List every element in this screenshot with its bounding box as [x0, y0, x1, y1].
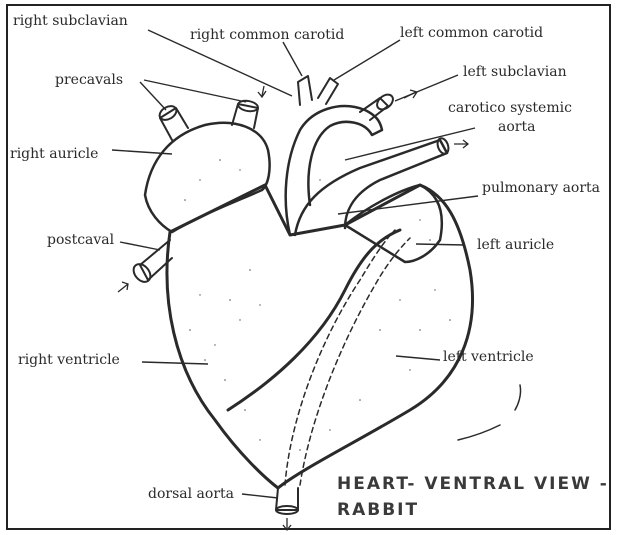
label-dorsal-aorta: dorsal aorta	[148, 486, 234, 502]
leader-left-ventricle	[396, 356, 440, 360]
leader-precavals-2	[144, 80, 246, 102]
label-postcaval: postcaval	[47, 232, 114, 248]
label-left-common-carotid: left common carotid	[400, 25, 543, 41]
label-left-subclavian: left subclavian	[463, 64, 567, 80]
label-aorta: aorta	[498, 119, 535, 135]
arrow-icon	[454, 140, 468, 148]
arrow-icon	[258, 86, 266, 97]
label-left-auricle: left auricle	[477, 237, 554, 253]
decorative-stroke	[458, 425, 500, 440]
leader-postcaval	[120, 242, 160, 250]
leader-dorsal-aorta	[242, 494, 278, 498]
postcaval-opening	[130, 261, 154, 285]
left-common-carotid-vessel	[318, 78, 338, 104]
leader-left-common-carotid	[334, 40, 400, 80]
label-right-subclavian: right subclavian	[13, 13, 128, 29]
dashed-channel-1	[285, 230, 395, 485]
right-common-carotid-vessel	[298, 76, 312, 105]
diagram-title-line2: RABBIT	[337, 500, 419, 520]
label-right-common-carotid: right common carotid	[190, 27, 344, 43]
heart-outline	[167, 185, 473, 488]
diagram-title-line1: HEART- VENTRAL VIEW -	[337, 474, 609, 494]
left-auricle-shape	[345, 185, 442, 262]
label-right-auricle: right auricle	[10, 146, 98, 162]
label-carotico-systemic: carotico systemic	[448, 100, 572, 116]
arrow-icon	[283, 518, 291, 530]
leader-precavals-1	[140, 82, 166, 110]
label-precavals: precavals	[55, 72, 123, 88]
arrow-icon	[118, 282, 128, 292]
label-right-ventricle: right ventricle	[18, 352, 120, 368]
leader-pulmonary-aorta	[338, 196, 478, 214]
right-auricle-shape	[145, 123, 270, 232]
label-pulmonary-aorta: pulmonary aorta	[482, 180, 600, 196]
decorative-stroke	[515, 385, 521, 410]
leader-left-auricle	[416, 244, 465, 245]
leader-right-common-carotid	[283, 42, 302, 76]
leader-right-ventricle	[142, 362, 208, 364]
label-left-ventricle: left ventricle	[443, 349, 534, 365]
